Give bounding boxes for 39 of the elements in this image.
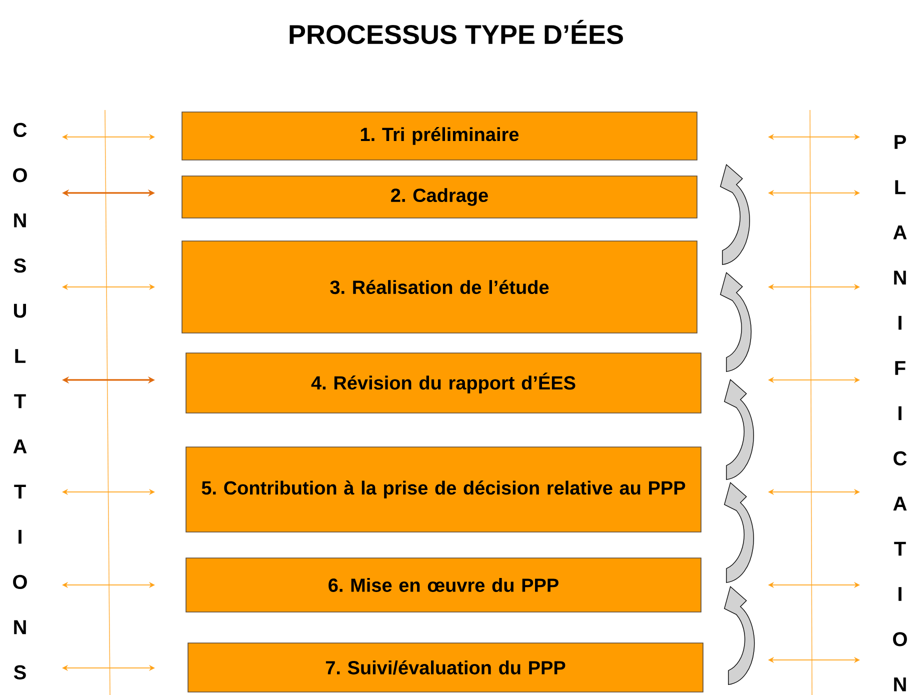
vertical-letter: F [895,361,906,375]
vertical-letter: N [894,270,906,284]
curved-arrow [720,272,752,372]
vertical-letter: T [14,394,26,408]
vertical-letter: A [893,496,907,510]
process-box: 3. Réalisation de l’étude [182,240,698,334]
vertical-letter: O [893,632,907,646]
curved-arrow [724,379,754,480]
curved-arrow [724,586,755,685]
vertical-letter: N [894,678,906,692]
process-box: 7. Suivi/évaluation du PPP [188,642,704,692]
title: PROCESSUS TYPE D’ÉES [290,20,623,44]
process-box: 4. Révision du rapport d’ÉES [186,352,702,414]
vertical-letter: L [15,349,26,363]
curved-arrow [720,164,750,265]
vertical-letter: S [14,258,26,273]
curved-arrow [724,482,754,583]
vertical-letter: T [14,484,26,498]
vertical-letter: C [14,122,27,138]
vertical-letter: L [895,180,906,194]
vertical-letter: T [894,542,906,556]
vertical-letter: I [898,587,902,601]
vertical-letter: O [13,574,27,590]
vertical-letter: S [14,665,26,680]
vertical-letter: I [898,316,902,330]
vertical-letter: I [18,530,22,544]
process-box: 5. Contribution à la prise de décision relative au PPP [186,446,702,532]
vertical-letter: N [14,620,26,634]
vertical-letter: I [898,406,902,420]
process-box: 1. Tri préliminaire [182,112,698,160]
vertical-letter: P [894,135,906,149]
process-box: 6. Mise en œuvre du PPP [186,558,702,612]
vertical-letter: A [893,226,907,240]
process-box: 2. Cadrage [182,176,698,218]
vertical-letter: C [894,451,907,466]
vertical-letter: O [13,168,27,182]
vertical-letter: N [14,214,26,228]
vertical-letter: A [13,440,27,454]
vertical-letter: U [14,304,26,318]
